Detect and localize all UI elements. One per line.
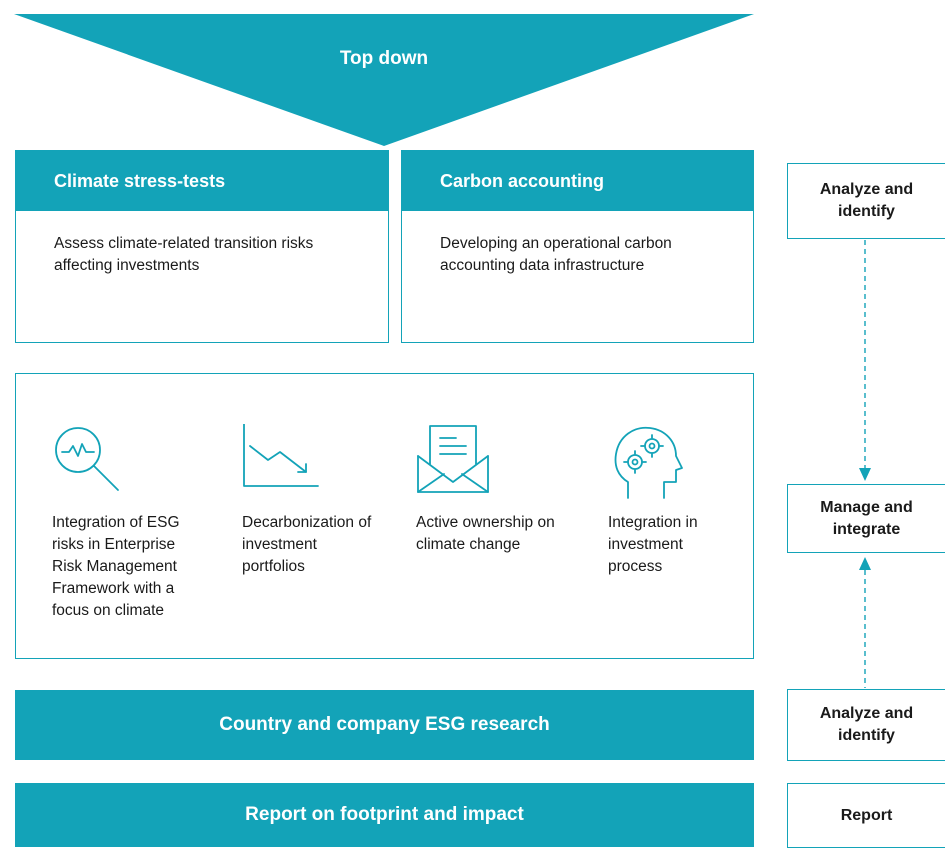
integration-item-label: Integration of ESG risks in Enterprise R… bbox=[52, 514, 180, 619]
top-down-chevron bbox=[14, 14, 754, 146]
top-down-label: Top down bbox=[339, 48, 429, 69]
side-label-analyze-identify-bottom: Analyze and identify bbox=[787, 689, 945, 761]
carbon-accounting-body: Developing an operational carbon account… bbox=[440, 235, 672, 274]
side-label-text: Manage and integrate bbox=[820, 498, 913, 538]
arrow-up-icon bbox=[859, 557, 871, 570]
integration-item-label: Active ownership on climate change bbox=[416, 514, 555, 553]
climate-stress-tests-body: Assess climate-related transition risks … bbox=[54, 235, 314, 274]
integration-item-label: Decarbonization of investment portfolios bbox=[242, 514, 372, 575]
integration-item-label: Integration in investment process bbox=[608, 514, 698, 575]
integration-panel: Integration of ESG risks in Enterprise R… bbox=[15, 373, 754, 659]
side-label-analyze-identify: Analyze and identify bbox=[787, 163, 945, 239]
side-label-text: Report bbox=[840, 806, 893, 824]
footprint-report-bar: Report on footprint and impact bbox=[15, 783, 754, 847]
climate-stress-tests-title: Climate stress-tests bbox=[16, 151, 388, 211]
carbon-accounting-title: Carbon accounting bbox=[402, 151, 753, 211]
open-envelope-icon bbox=[416, 424, 500, 508]
climate-stress-tests-card: Climate stress-tests Assess climate-rela… bbox=[15, 150, 389, 343]
arrow-down-icon bbox=[859, 468, 871, 481]
side-label-text: Analyze and identify bbox=[819, 181, 914, 220]
esg-research-bar: Country and company ESG research bbox=[15, 690, 754, 760]
head-gears-icon bbox=[608, 424, 692, 508]
side-label-manage-integrate: Manage and integrate bbox=[787, 484, 945, 553]
magnifier-chart-icon bbox=[52, 424, 136, 508]
declining-chart-icon bbox=[242, 423, 326, 508]
side-label-report: Report bbox=[787, 783, 945, 848]
side-label-text: Analyze and identify bbox=[819, 705, 914, 744]
carbon-accounting-card: Carbon accounting Developing an operatio… bbox=[401, 150, 754, 343]
